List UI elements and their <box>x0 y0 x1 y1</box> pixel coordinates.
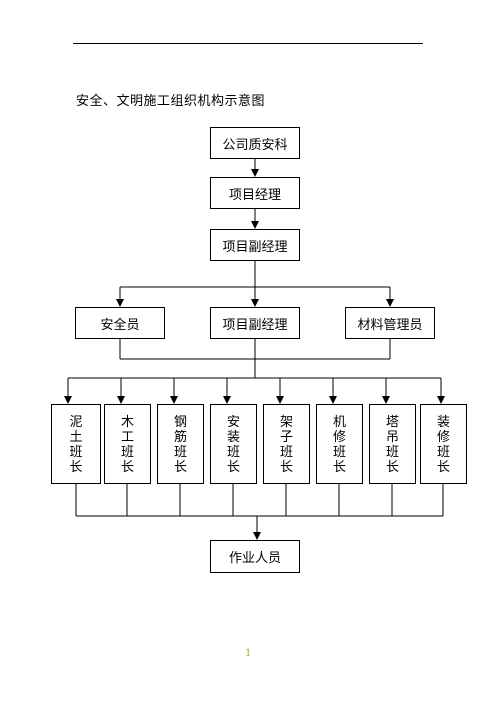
team-char: 塔 <box>385 415 399 430</box>
team-char: 修 <box>332 430 346 445</box>
team-char: 长 <box>332 460 346 475</box>
team-char: 机 <box>332 415 346 430</box>
team-char: 长 <box>120 460 134 475</box>
team-char: 钢 <box>173 415 187 430</box>
team-char: 筋 <box>173 430 187 445</box>
box-team-tower-crane: 塔 吊 班 长 <box>369 404 416 484</box>
team-char: 班 <box>69 445 83 460</box>
box-team-decoration: 装 修 班 长 <box>420 404 467 484</box>
team-char: 装 <box>436 415 450 430</box>
team-char: 泥 <box>69 415 83 430</box>
team-char: 长 <box>279 460 293 475</box>
box-materials-manager: 材料管理员 <box>345 307 435 339</box>
team-char: 修 <box>436 430 450 445</box>
team-char: 木 <box>120 415 134 430</box>
box-team-carpentry: 木 工 班 长 <box>104 404 151 484</box>
team-char: 班 <box>226 445 240 460</box>
header-rule <box>73 43 423 44</box>
box-deputy-project-manager: 项目副经理 <box>210 229 300 261</box>
box-team-scaffolding: 架 子 班 长 <box>263 404 310 484</box>
team-char: 吊 <box>385 430 399 445</box>
team-char: 工 <box>120 430 134 445</box>
team-char: 安 <box>226 415 240 430</box>
team-char: 长 <box>436 460 450 475</box>
box-company-safety-dept: 公司质安科 <box>210 127 300 159</box>
team-char: 班 <box>332 445 346 460</box>
box-team-installation: 安 装 班 长 <box>210 404 257 484</box>
box-deputy-project-manager-2: 项目副经理 <box>210 307 300 339</box>
box-team-rebar: 钢 筋 班 长 <box>157 404 204 484</box>
team-char: 班 <box>279 445 293 460</box>
team-char: 土 <box>69 430 83 445</box>
team-char: 长 <box>173 460 187 475</box>
team-char: 长 <box>226 460 240 475</box>
team-char: 班 <box>120 445 134 460</box>
team-char: 长 <box>69 460 83 475</box>
team-char: 架 <box>279 415 293 430</box>
box-safety-officer: 安全员 <box>75 307 165 339</box>
box-workers: 作业人员 <box>210 540 300 573</box>
team-char: 班 <box>436 445 450 460</box>
page-number: 1 <box>245 648 252 659</box>
diagram-title: 安全、文明施工组织机构示意图 <box>76 94 266 109</box>
team-char: 班 <box>385 445 399 460</box>
box-team-machine-repair: 机 修 班 长 <box>316 404 363 484</box>
box-project-manager: 项目经理 <box>210 177 300 209</box>
team-char: 长 <box>385 460 399 475</box>
team-char: 班 <box>173 445 187 460</box>
team-char: 装 <box>226 430 240 445</box>
box-team-earthwork: 泥 土 班 长 <box>51 404 101 484</box>
team-char: 子 <box>279 430 293 445</box>
